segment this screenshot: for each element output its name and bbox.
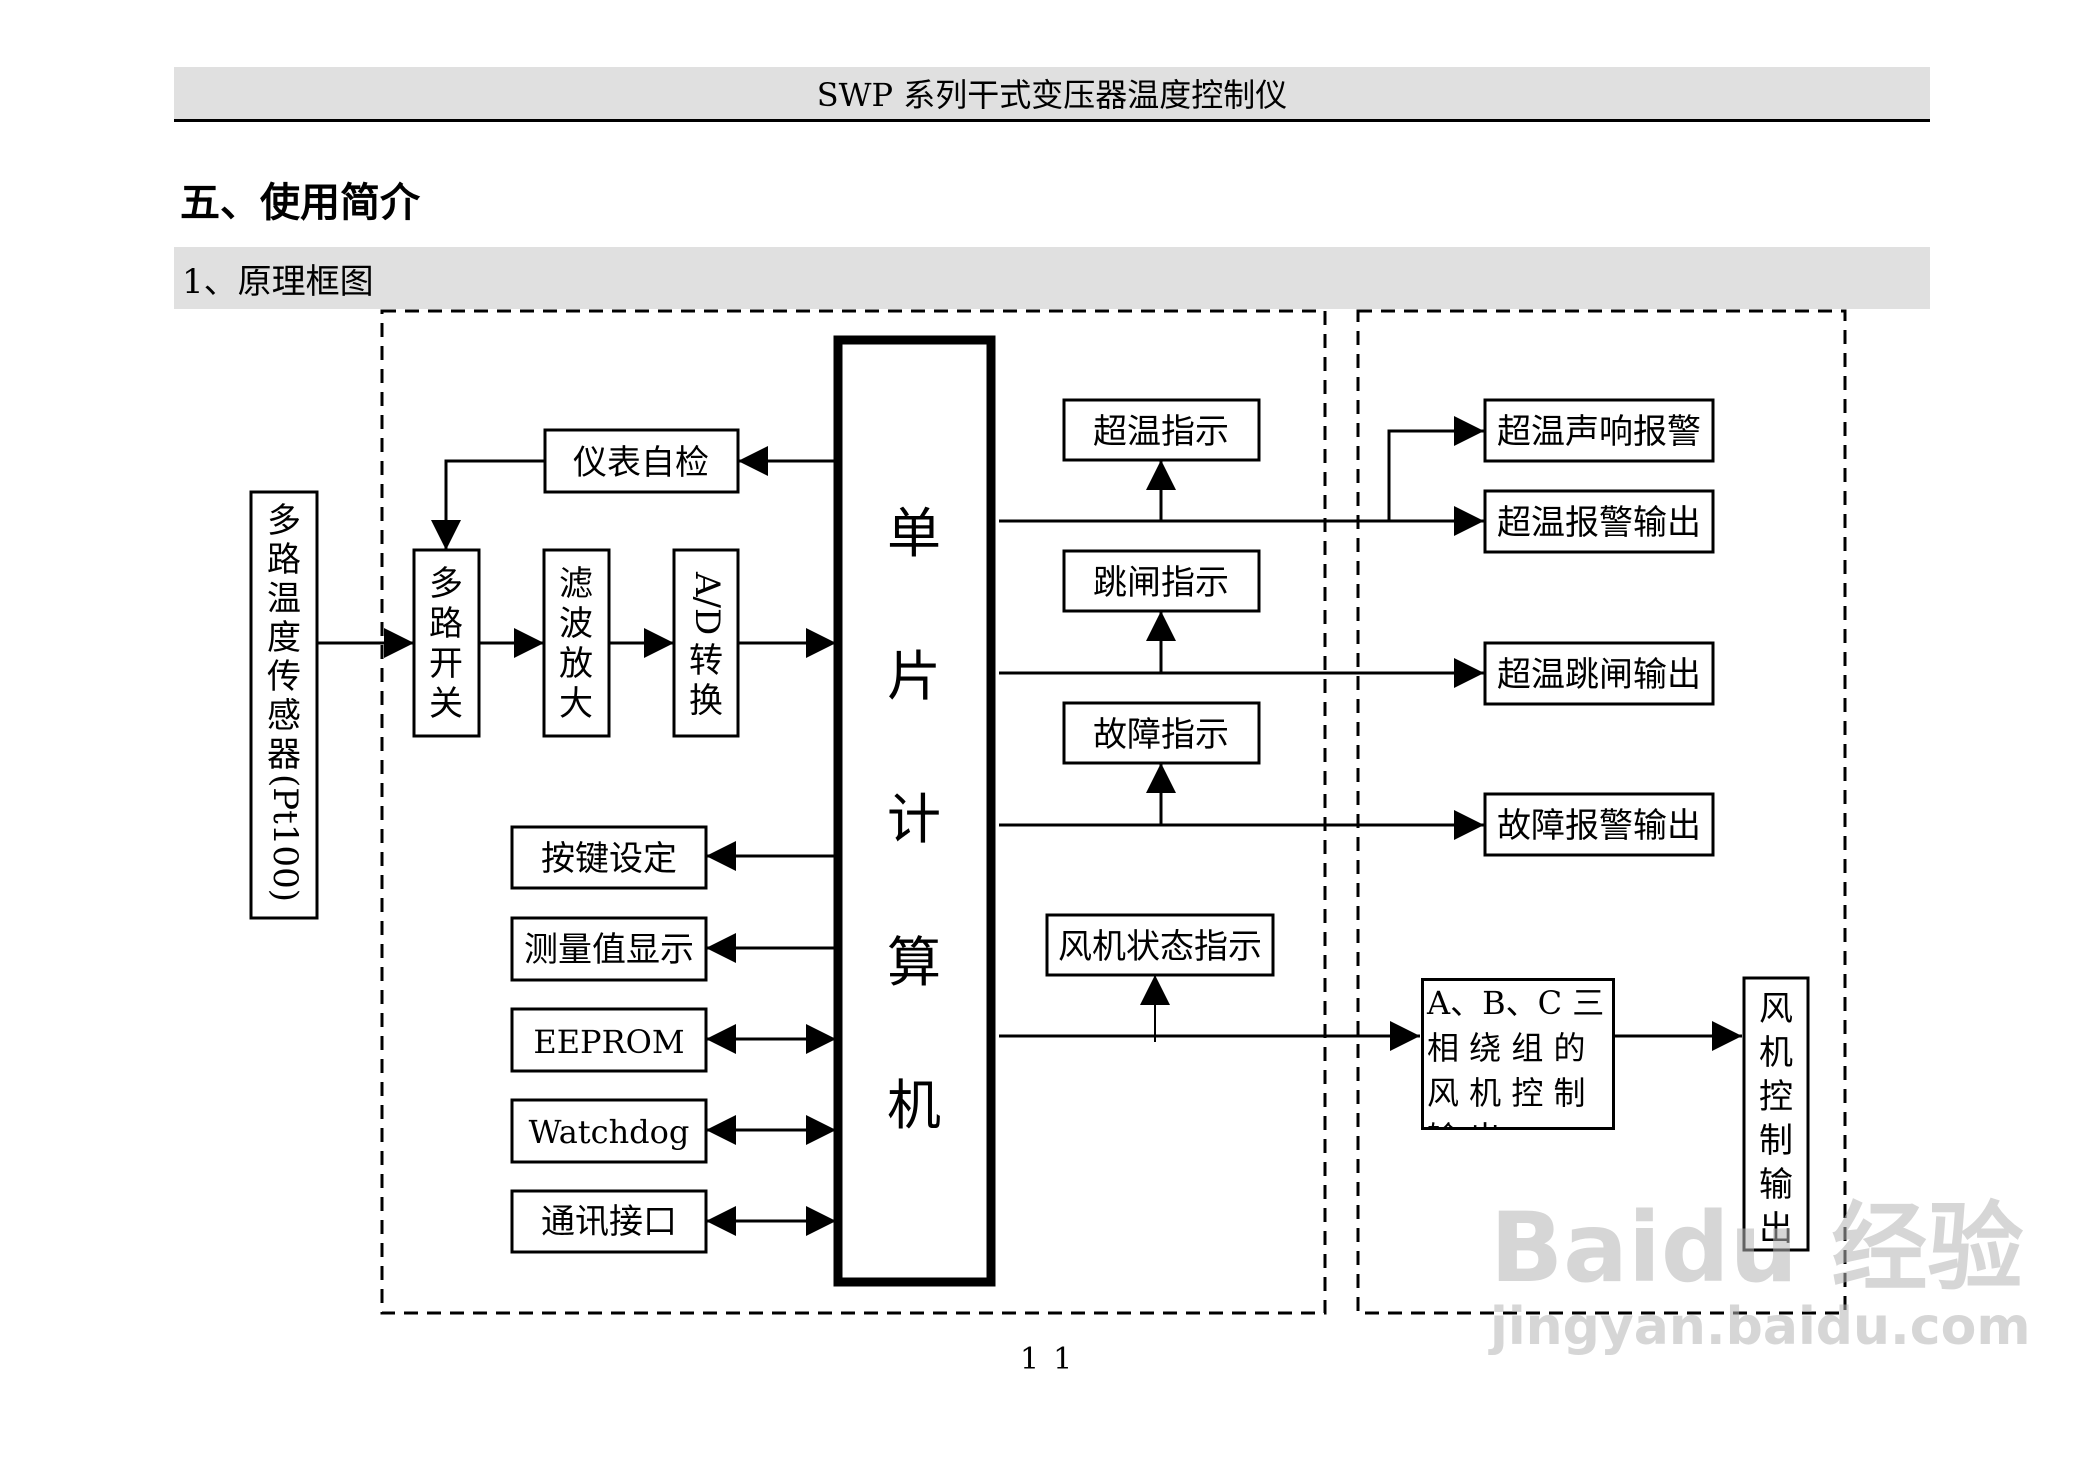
fan-control-box: A、B、C 三相 绕 组 的风 机 控 制输 出	[1421, 978, 1615, 1157]
svg-text:换: 换	[689, 681, 723, 721]
overtemp-sound-label: 超温声响报警	[1497, 412, 1701, 452]
comm-block: 通讯接口	[510, 1189, 836, 1254]
vertical-text-char: 开	[429, 644, 463, 684]
comm-label: 通讯接口	[541, 1202, 677, 1242]
page-number: 11	[1020, 1342, 1087, 1377]
fan-control-line: A、B、C 三	[1426, 984, 1604, 1022]
fan-control-line: 风 机 控 制	[1427, 1074, 1586, 1112]
vertical-text-char: 感	[267, 696, 301, 736]
mcu-label: 单 片 计 算 机	[887, 502, 941, 1137]
sensor-box	[249, 490, 319, 920]
svg-text:计: 计	[887, 788, 941, 851]
adc-label: A/D 转 换	[687, 571, 727, 721]
watermark: Baidu 经验 jingyan.baidu.com	[1490, 1200, 2031, 1358]
svg-text:转: 转	[689, 641, 723, 681]
fault-output-box	[1483, 792, 1715, 857]
subsection-title: 1、原理框图	[182, 261, 374, 302]
selftest-to-mux-arrow	[431, 459, 545, 550]
keys-block: 按键设定	[510, 825, 836, 890]
vertical-text-char: 大	[559, 684, 593, 724]
trip-output-box	[1483, 641, 1715, 706]
fan-indicator-box	[1045, 913, 1275, 977]
svg-text:算: 算	[887, 931, 941, 994]
fan-control-label: A、B、C 三相 绕 组 的风 机 控 制输 出	[1426, 984, 1604, 1157]
svg-text:机: 机	[887, 1074, 941, 1137]
watchdog-block: Watchdog	[510, 1098, 836, 1164]
vertical-text-char: 多	[429, 564, 463, 604]
vertical-text-char: 滤	[559, 564, 593, 604]
trip-indicator-box	[1062, 549, 1261, 613]
svg-text:A/D: A/D	[687, 571, 727, 635]
fan-indicator-label: 风机状态指示	[1058, 927, 1262, 967]
svg-text:单: 单	[887, 502, 941, 565]
overtemp-sound-arrow	[1387, 416, 1484, 521]
watermark-url: jingyan.baidu.com	[1490, 1297, 2031, 1357]
vertical-text-char: 路	[267, 540, 301, 580]
watchdog-label: Watchdog	[529, 1113, 690, 1151]
fan-output-box	[1742, 976, 1810, 1252]
vertical-text-char: 放	[559, 644, 593, 684]
vertical-text-char: 控	[1759, 1077, 1793, 1117]
vertical-text-run: (Pt100)	[265, 774, 305, 902]
vertical-text-char: 制	[1759, 1121, 1793, 1161]
self-test-box	[543, 428, 740, 494]
section-heading: 五、使用简介	[180, 179, 420, 226]
mcu-box	[833, 335, 996, 1287]
output-region	[1356, 309, 1847, 1315]
vertical-text-char: 波	[559, 604, 593, 644]
self-test-label: 仪表自检	[573, 443, 709, 483]
vertical-text-char: 器	[267, 735, 301, 775]
svg-text:片: 片	[887, 645, 941, 708]
watermark-brand: Baidu 经验	[1490, 1192, 2024, 1304]
display-block: 测量值显示	[510, 916, 836, 982]
fan-control-line: 相 绕 组 的	[1427, 1029, 1586, 1067]
controller-region	[380, 309, 1327, 1315]
overtemp-indicator-label: 超温指示	[1093, 412, 1229, 452]
vertical-text-char: 输	[1759, 1165, 1793, 1205]
trip-output-label: 超温跳闸输出	[1497, 655, 1701, 695]
display-label: 测量值显示	[524, 930, 694, 970]
vertical-text-char: 度	[267, 618, 301, 658]
fault-indicator-label: 故障指示	[1093, 715, 1229, 755]
vertical-text-char: 关	[429, 684, 463, 724]
subsection-bar: 1、原理框图	[174, 247, 1930, 309]
vertical-text-char: 机	[1759, 1033, 1793, 1073]
fan-control-line: 输 出	[1427, 1119, 1501, 1157]
vertical-text-char: 传	[267, 657, 301, 697]
vertical-text-char: 温	[267, 579, 301, 619]
keys-label: 按键设定	[541, 839, 677, 879]
eeprom-block: EEPROM	[510, 1007, 836, 1073]
document-header: SWP 系列干式变压器温度控制仪	[174, 67, 1930, 122]
vertical-text-char: 风	[1759, 989, 1793, 1029]
vertical-text-char: 多	[267, 501, 301, 541]
trip-indicator-label: 跳闸指示	[1093, 563, 1229, 603]
fault-output-label: 故障报警输出	[1497, 806, 1701, 846]
eeprom-label: EEPROM	[533, 1023, 684, 1061]
overtemp-indicator-box	[1062, 398, 1261, 462]
document-title: SWP 系列干式变压器温度控制仪	[816, 76, 1288, 114]
overtemp-output-label: 超温报警输出	[1497, 503, 1701, 543]
overtemp-sound-box	[1483, 398, 1715, 463]
overtemp-output-box	[1483, 489, 1715, 554]
vertical-text-char: 路	[429, 604, 463, 644]
vertical-text-char: 出	[1759, 1209, 1793, 1249]
